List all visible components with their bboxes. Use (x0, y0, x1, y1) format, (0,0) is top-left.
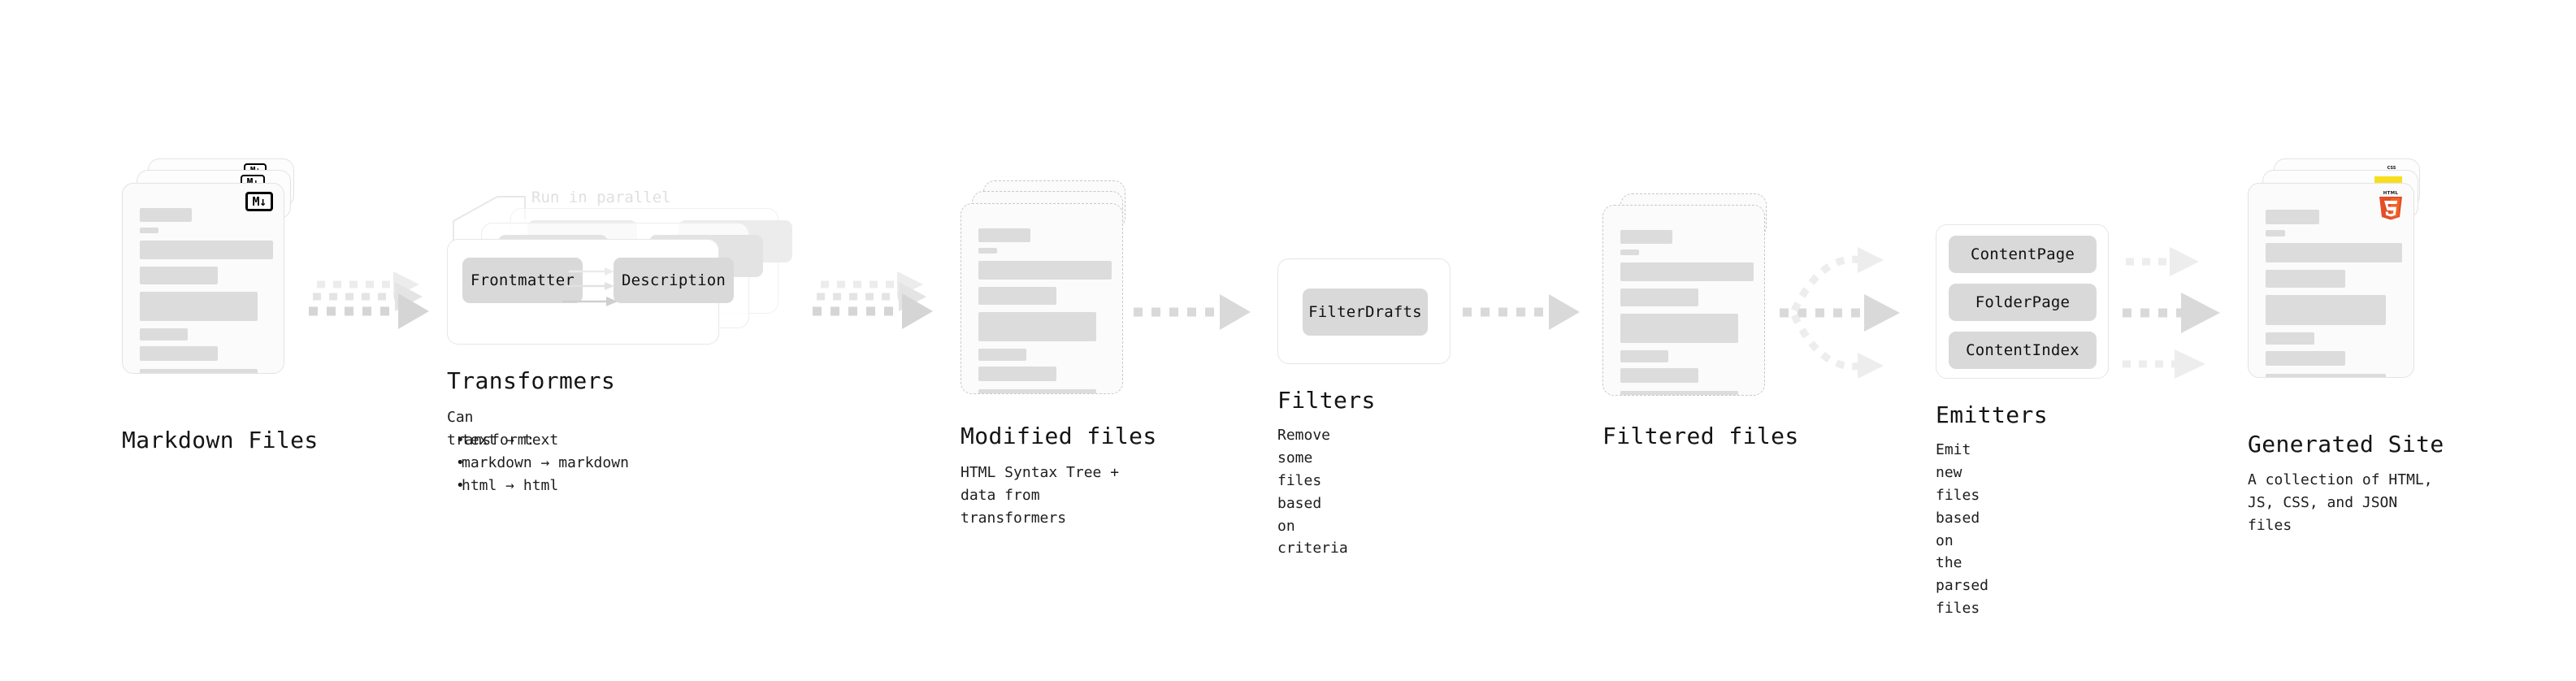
chip-contentindex[interactable]: ContentIndex (1949, 332, 2097, 369)
modified-file-stack (961, 180, 1139, 424)
emitters-panel[interactable]: ContentPage FolderPage ContentIndex (1936, 224, 2109, 379)
filters-panel[interactable]: FilterDrafts (1277, 258, 1451, 364)
transformer-panel-front[interactable]: Frontmatter Description (447, 239, 734, 345)
arrow-markdown-to-transformers (309, 271, 429, 329)
bullet-item: •text → text (447, 432, 559, 449)
markdown-file-stack: M↓ M↓ M↓ (122, 158, 301, 419)
modified-files-title: Modified files (961, 423, 1157, 449)
bullet-item: •markdown → markdown (447, 453, 629, 471)
stage-filtered-files: Filtered files (1602, 193, 1798, 449)
svg-text:CSS: CSS (2387, 166, 2396, 171)
arrow-filters-to-filtered (1463, 294, 1580, 330)
emitters-title: Emitters (1936, 401, 2049, 428)
markdown-icon: M↓ (245, 192, 273, 211)
html5-icon: HTML (2379, 191, 2402, 220)
filtered-card-front (1602, 205, 1765, 396)
arrow-modified-to-filters (1134, 294, 1251, 330)
arrow-emitters-to-site (2123, 247, 2220, 379)
markdown-card-front: M↓ (122, 183, 284, 374)
chip-filterdrafts[interactable]: FilterDrafts (1303, 288, 1428, 336)
transformers-bullets: •text → text •markdown → markdown •html … (447, 429, 629, 497)
arrow-transformers-to-modified (813, 271, 933, 329)
chip-folderpage[interactable]: FolderPage (1949, 284, 2097, 321)
arrow-filtered-to-emitters (1780, 247, 1900, 379)
stage-markdown-files: M↓ M↓ M↓ Markdown Files (122, 158, 318, 453)
modified-card-front (961, 203, 1123, 394)
emitters-subtitle: Emit new files based on the parsed files (1936, 441, 1989, 618)
generated-site-subtitle: A collection of HTML, JS, CSS, and JSON … (2248, 471, 2433, 534)
transformers-title: Transformers (447, 367, 616, 394)
bullet-item: •html → html (447, 476, 559, 494)
filtered-file-stack (1602, 193, 1781, 437)
chip-contentpage[interactable]: ContentPage (1949, 236, 2097, 273)
chip-description[interactable]: Description (614, 258, 734, 303)
filters-subtitle: Remove some files based on criteria (1277, 427, 1348, 557)
generated-site-title: Generated Site (2248, 431, 2444, 458)
stage-generated-site: CSS HTML (2248, 158, 2444, 534)
modified-files-subtitle: HTML Syntax Tree + data from transformer… (961, 464, 1120, 527)
run-in-parallel-bracket (453, 196, 526, 242)
site-card-front: HTML (2248, 183, 2414, 378)
transformers-subtitle: Can transform: (447, 409, 536, 449)
filtered-files-title: Filtered files (1602, 423, 1799, 449)
run-in-parallel-label: Run in parallel (531, 189, 671, 206)
chip-frontmatter[interactable]: Frontmatter (462, 258, 583, 303)
filters-title: Filters (1277, 387, 1376, 414)
generated-site-stack: CSS HTML (2248, 158, 2435, 419)
svg-text:HTML: HTML (2383, 191, 2399, 196)
stage-modified-files: Modified files HTML Syntax Tree + data f… (961, 180, 1156, 527)
markdown-files-title: Markdown Files (122, 427, 319, 453)
transformer-internal-arrows (562, 267, 618, 306)
